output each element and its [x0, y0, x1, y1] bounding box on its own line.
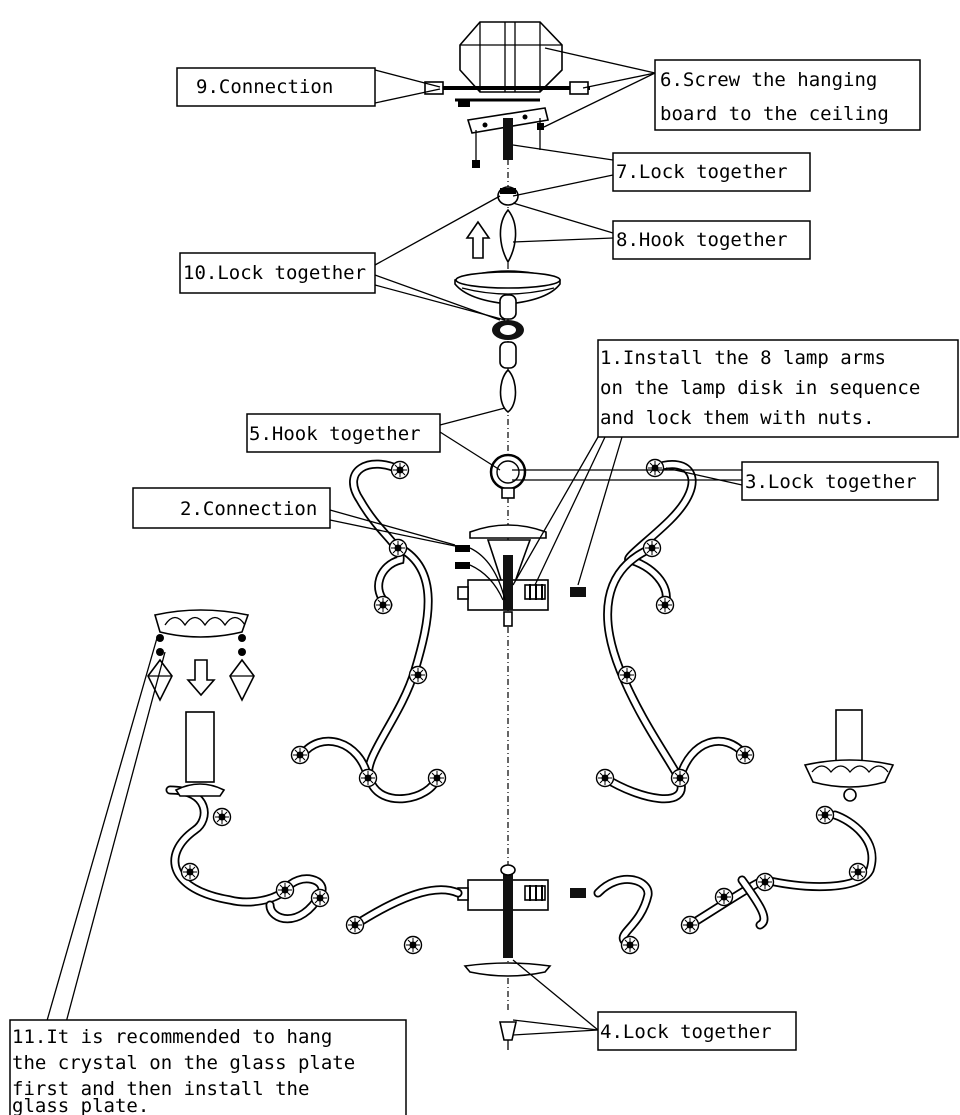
svg-text:4.Lock together: 4.Lock together [600, 1021, 772, 1043]
label-step-11: 11.It is recommended to hang the crystal… [9, 1019, 407, 1115]
lower-arms [165, 785, 877, 950]
upper-arms [297, 459, 750, 804]
label-step-4: 4.Lock together [597, 1011, 797, 1051]
svg-text:11.It is recommended to hang: 11.It is recommended to hang [12, 1026, 332, 1048]
candle-sleeve-right [803, 709, 895, 802]
upper-lamp-disk [455, 524, 586, 627]
hook-ring [489, 453, 527, 499]
chain-upper [497, 186, 519, 264]
svg-text:3.Lock together: 3.Lock together [745, 471, 917, 493]
up-arrow-icon [465, 220, 491, 259]
ceiling-canopy [459, 21, 563, 93]
svg-text:6.Screw the hanging: 6.Screw the hanging [660, 69, 877, 91]
chain-lower [492, 294, 524, 413]
svg-text:glass plate.: glass plate. [12, 1095, 149, 1115]
svg-text:the crystal on the glass plate: the crystal on the glass plate [12, 1052, 355, 1074]
svg-text:1.Install the 8 lamp arms: 1.Install the 8 lamp arms [600, 347, 886, 369]
svg-text:8.Hook together: 8.Hook together [616, 229, 788, 251]
svg-text:board to the ceiling: board to the ceiling [660, 103, 889, 125]
label-step-2: 2.Connection [132, 487, 331, 529]
svg-text:10.Lock together: 10.Lock together [183, 262, 366, 284]
label-step-7: 7.Lock together [612, 152, 811, 192]
svg-text:and lock them with nuts.: and lock them with nuts. [600, 407, 875, 429]
svg-text:5.Hook together: 5.Hook together [249, 423, 421, 445]
hanging-board [424, 81, 590, 168]
svg-text:on the lamp disk in sequence: on the lamp disk in sequence [600, 377, 920, 399]
svg-text:2.Connection: 2.Connection [180, 498, 317, 520]
down-arrow-icon [186, 659, 216, 697]
threaded-rod [503, 118, 513, 160]
svg-text:9.Connection: 9.Connection [196, 76, 333, 98]
svg-text:first and then install the: first and then install the [12, 1078, 309, 1100]
label-step-9: 9.Connection [176, 67, 376, 107]
crystal-glass-plate [147, 609, 255, 702]
label-step-6: 6.Screw the hanging board to the ceiling [654, 59, 921, 131]
label-step-5: 5.Hook together [246, 413, 441, 453]
candle-sleeve-left [174, 711, 226, 797]
ceiling-cover [454, 270, 561, 305]
svg-text:7.Lock together: 7.Lock together [616, 161, 788, 183]
label-step-8: 8.Hook together [612, 220, 811, 260]
label-step-3: 3.Lock together [741, 461, 939, 501]
lower-lamp-disk [457, 864, 586, 1050]
label-step-1: 1.Install the 8 lamp arms on the lamp di… [597, 339, 959, 438]
label-step-10: 10.Lock together [179, 252, 376, 294]
leader-lines [39, 47, 743, 1046]
